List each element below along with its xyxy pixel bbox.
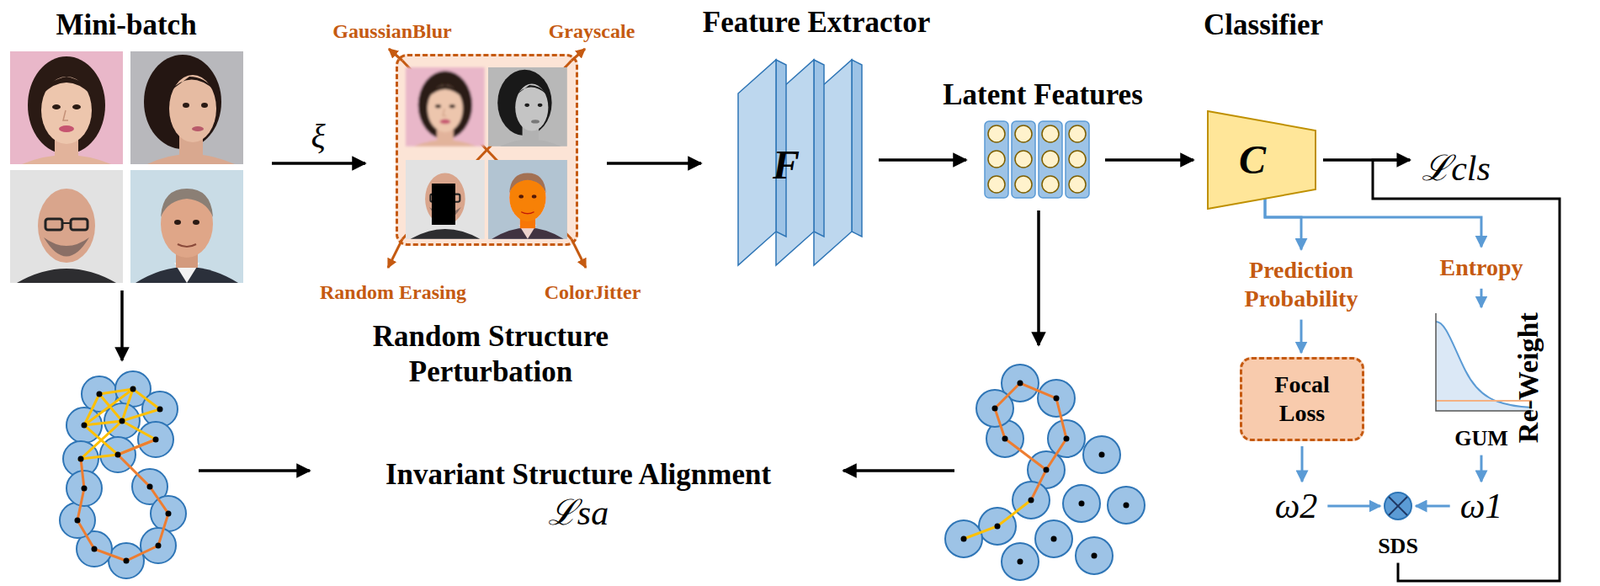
latent-grid: Latent Features	[983, 120, 1092, 199]
connector	[1300, 319, 1303, 353]
feature-extractor: Feature ExtractorF	[729, 51, 866, 274]
structure-graph	[59, 371, 187, 579]
node-text: C	[1238, 139, 1266, 181]
augmentation-label: GaussianBlur	[332, 20, 452, 44]
augmentation-arrows	[388, 48, 586, 268]
loss-box: Focal Loss	[1239, 356, 1365, 442]
weight-symbol: ω1	[1453, 483, 1510, 528]
image-batch: Mini-batch	[10, 51, 244, 283]
connector	[1480, 455, 1484, 482]
edge-label: Re-Weight	[1511, 313, 1543, 444]
connector	[271, 161, 366, 165]
node-text: Focal Loss	[1251, 370, 1353, 427]
node-text: SDS	[1377, 532, 1419, 559]
node-text: F	[772, 144, 800, 186]
node-text: Entropy	[1439, 253, 1523, 282]
node-text: Mini-batch	[55, 7, 197, 43]
multiply-symbol	[1382, 490, 1414, 521]
loss-symbol: ℒcls	[1414, 144, 1498, 192]
augmentation-label: Random Erasing	[319, 281, 467, 305]
connector	[1265, 198, 1302, 250]
node-text: ℒsa	[547, 492, 609, 533]
node-text: ω2	[1275, 487, 1319, 525]
node-text: ω1	[1460, 487, 1504, 525]
node-text: Latent Features	[942, 77, 1143, 113]
node-text: GUM	[1454, 425, 1509, 452]
edge-label: ξ	[310, 117, 325, 155]
connector	[1479, 288, 1483, 308]
node-text: Invariant Structure Alignment	[385, 457, 771, 493]
augmentation-label: ColorJitter	[544, 281, 642, 305]
node-text: ℒcls	[1421, 148, 1491, 189]
process-label: Entropy	[1432, 249, 1530, 286]
multiply-node: SDS	[1382, 490, 1414, 521]
node-text: Random Structure Perturbation	[339, 318, 643, 390]
connector	[1327, 504, 1381, 508]
node-text: Feature Extractor	[702, 5, 931, 41]
flow-arrows	[122, 210, 1039, 471]
connector	[878, 158, 967, 162]
connector	[1301, 446, 1304, 482]
loss-label: Invariant Structure Alignmentℒsa	[378, 453, 778, 537]
feature-graph	[945, 364, 1145, 580]
node-text: Prediction Probability	[1225, 255, 1377, 313]
connector	[1372, 159, 1560, 581]
weight-symbol: ω2	[1268, 483, 1325, 528]
augmentation-box: Random Structure Perturbation	[395, 53, 579, 246]
augmentation-label: Grayscale	[548, 20, 636, 44]
connector	[1415, 504, 1451, 508]
photo-grid	[10, 51, 244, 283]
node-text: Classifier	[1203, 7, 1324, 43]
connector	[1265, 198, 1482, 247]
feature-grid	[983, 120, 1092, 199]
connector	[1105, 158, 1194, 162]
augmented-photos	[395, 53, 579, 246]
process-label: Prediction Probability	[1218, 252, 1384, 316]
connector	[606, 161, 702, 165]
classifier-trapezoid: ClassifierC	[1206, 110, 1317, 210]
